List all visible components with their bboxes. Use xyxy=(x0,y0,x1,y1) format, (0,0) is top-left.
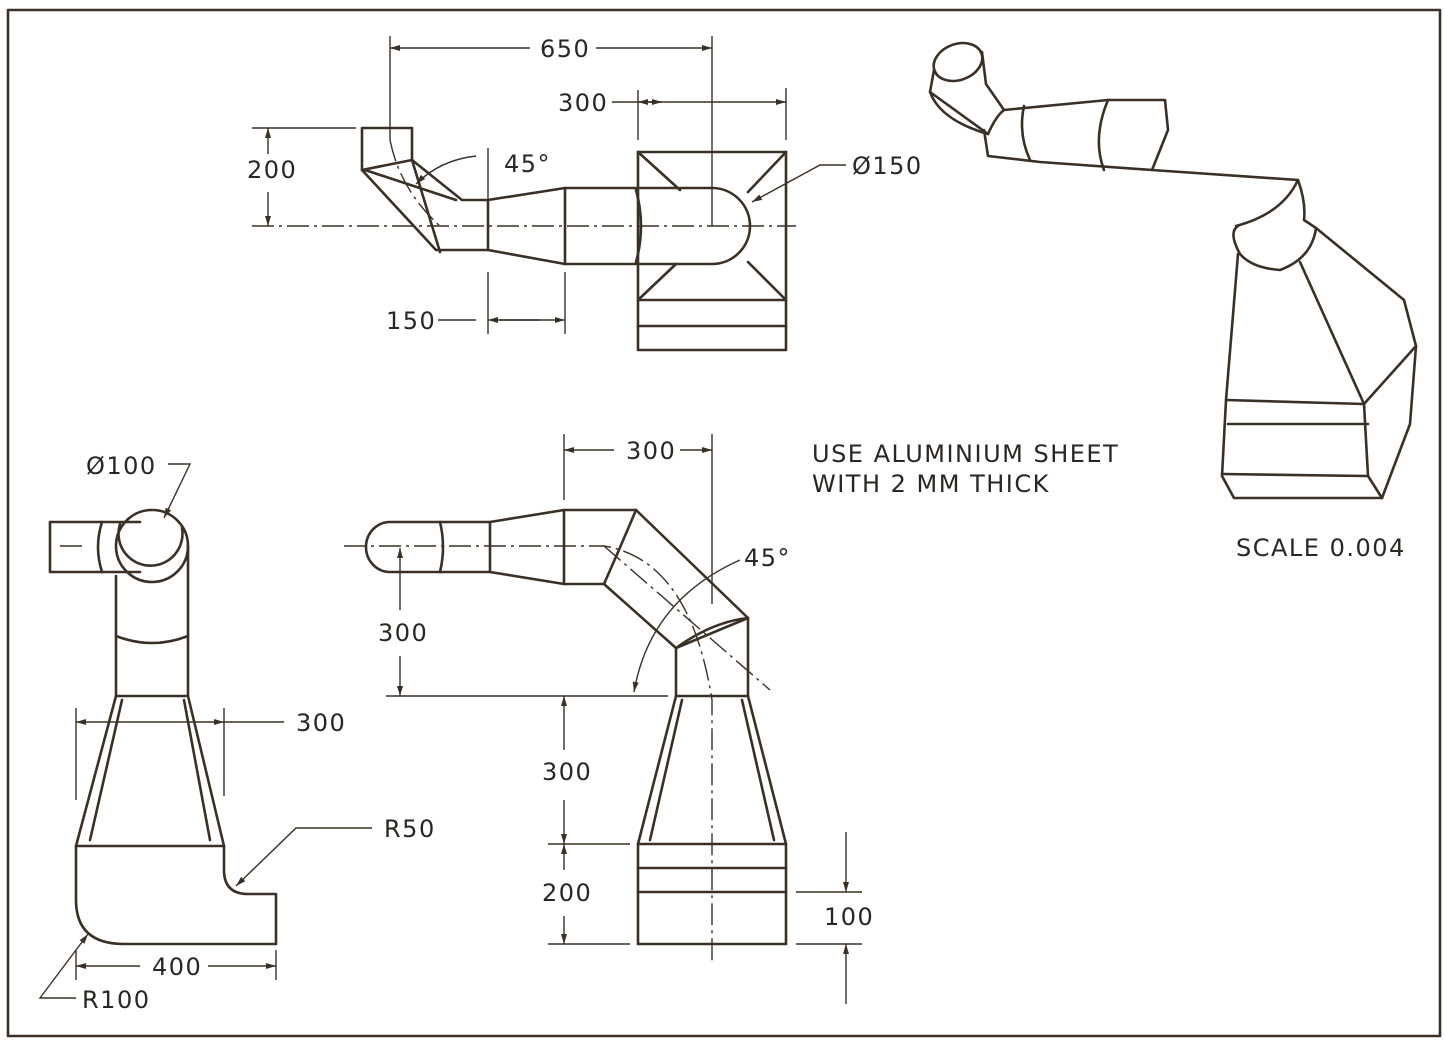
dim-side-fillet: R50 xyxy=(384,815,436,843)
front-view: 300 45° 300 300 200 100 xyxy=(344,434,874,1004)
dim-side-corner: R100 xyxy=(82,986,150,1014)
dim-side-base: 400 xyxy=(152,953,202,981)
dim-top-diameter: Ø150 xyxy=(852,152,923,180)
side-view: Ø100 300 R50 400 R100 xyxy=(38,452,436,1014)
scale-note: SCALE 0.004 xyxy=(1236,534,1406,562)
dim-front-angle: 45° xyxy=(744,544,791,572)
dim-top-height: 200 xyxy=(247,156,297,184)
dim-top-angle: 45° xyxy=(504,150,551,178)
dim-front-height-base: 200 xyxy=(542,879,592,907)
dim-front-width: 300 xyxy=(626,437,676,465)
note-material-line2: WITH 2 MM THICK xyxy=(812,470,1050,498)
dim-top-cone: 150 xyxy=(386,307,436,335)
drawing-border xyxy=(6,8,1442,1038)
isometric-view xyxy=(928,41,1418,500)
dim-top-box-width: 300 xyxy=(558,89,608,117)
dim-side-width: 300 xyxy=(296,709,346,737)
note-material-line1: USE ALUMINIUM SHEET xyxy=(812,440,1119,468)
top-view: 650 300 200 45° Ø150 150 xyxy=(247,35,923,352)
dim-front-height-upper: 300 xyxy=(378,619,428,647)
dim-front-box-height: 100 xyxy=(824,903,874,931)
dim-top-length: 650 xyxy=(540,35,590,63)
dim-side-diameter: Ø100 xyxy=(86,452,157,480)
dim-front-height-lower: 300 xyxy=(542,758,592,786)
